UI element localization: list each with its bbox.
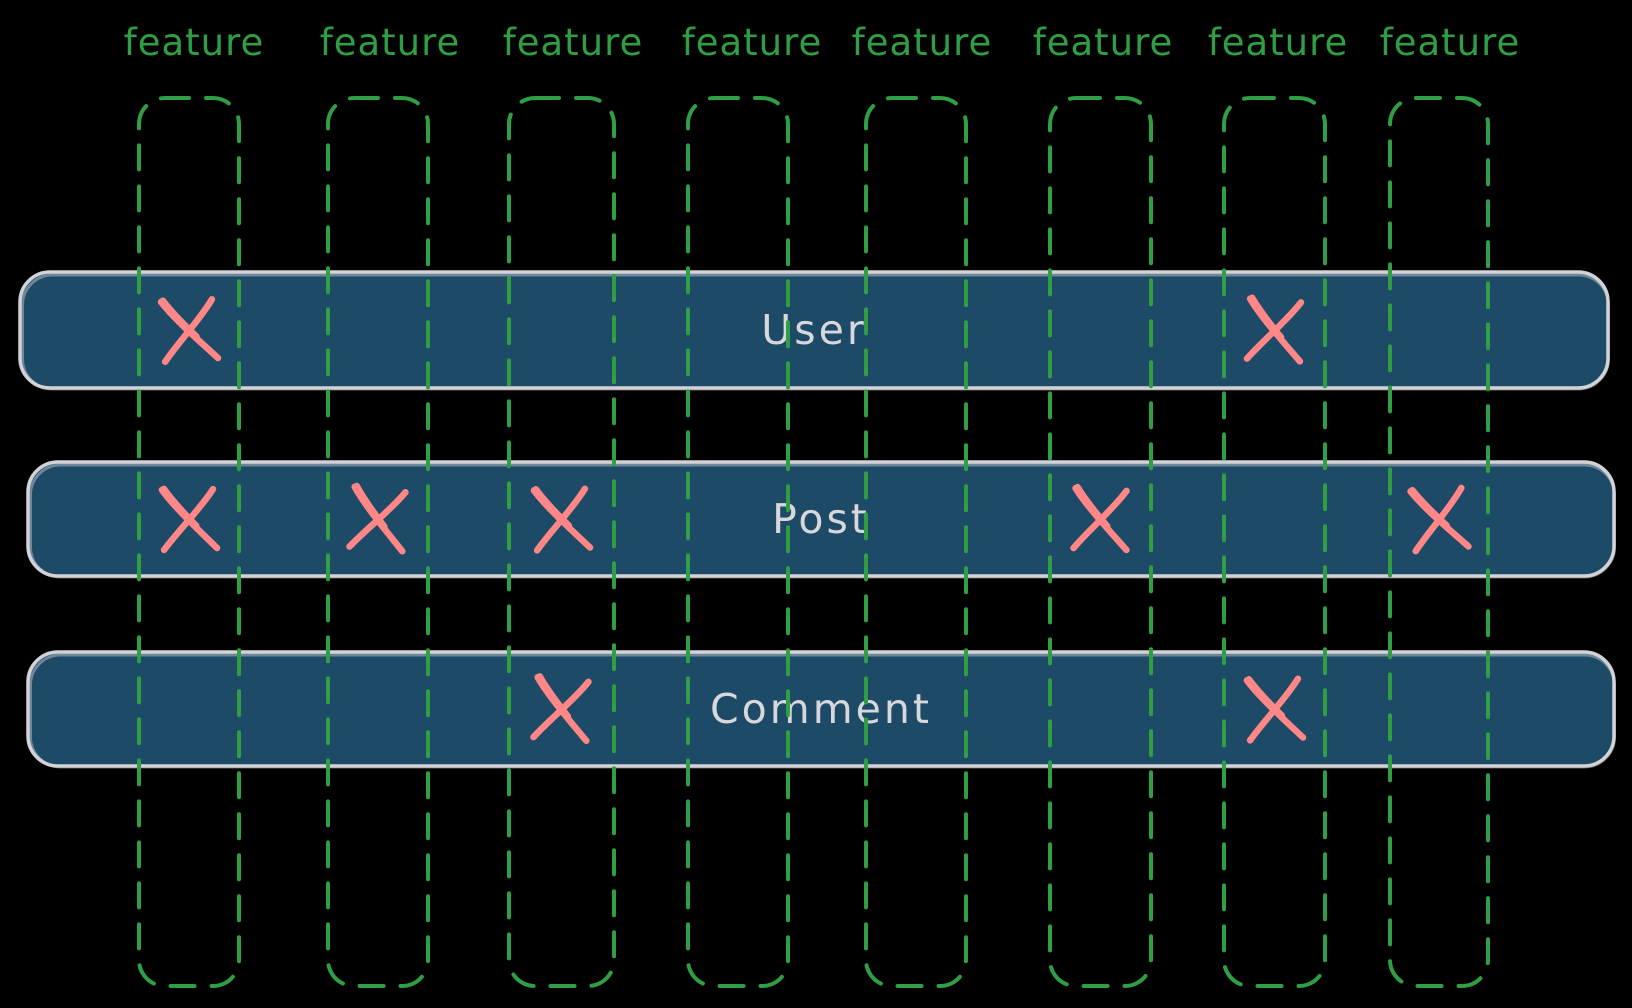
x-mark-icon [1243, 294, 1305, 365]
feature-label-3: feature [503, 21, 644, 64]
row-label-comment: Comment [710, 685, 932, 733]
x-mark-icon [530, 673, 592, 745]
feature-column-8 [1388, 96, 1490, 988]
entity-row-user: User [18, 270, 1610, 391]
feature-column-3 [507, 96, 616, 988]
feature-label-5: feature [852, 21, 993, 64]
feature-labels: feature feature feature feature feature featu… [124, 21, 1521, 64]
feature-label-7: feature [1208, 21, 1349, 64]
x-mark-icon [530, 485, 594, 554]
feature-label-2: feature [320, 21, 461, 64]
x-mark-icon [1407, 484, 1472, 555]
entity-row-comment: Comment [26, 650, 1616, 769]
row-label-user: User [761, 306, 866, 354]
feature-label-8: feature [1380, 21, 1521, 64]
x-mark-icon [1070, 483, 1130, 554]
feature-column-5 [864, 96, 968, 988]
row-outline-comment [26, 650, 1616, 768]
x-marks [157, 294, 1472, 745]
x-mark-icon [1243, 675, 1307, 744]
feature-column-1 [137, 96, 241, 988]
feature-label-6: feature [1033, 21, 1174, 64]
feature-column-6 [1048, 96, 1153, 988]
entity-row-post: Post [26, 460, 1616, 579]
feature-column-7 [1222, 96, 1327, 988]
x-mark-icon [158, 485, 221, 554]
row-outline-post [26, 460, 1616, 578]
row-rect-comment [28, 652, 1614, 766]
feature-label-1: feature [124, 21, 265, 64]
row-outline-user [18, 270, 1610, 390]
feature-column-2 [326, 96, 430, 988]
feature-column-4 [686, 96, 790, 988]
row-rect-user [20, 272, 1608, 388]
x-mark-icon [157, 296, 222, 365]
feature-columns [137, 96, 1490, 988]
feature-label-4: feature [682, 21, 823, 64]
row-rect-post [28, 462, 1614, 576]
x-mark-icon [346, 482, 409, 555]
